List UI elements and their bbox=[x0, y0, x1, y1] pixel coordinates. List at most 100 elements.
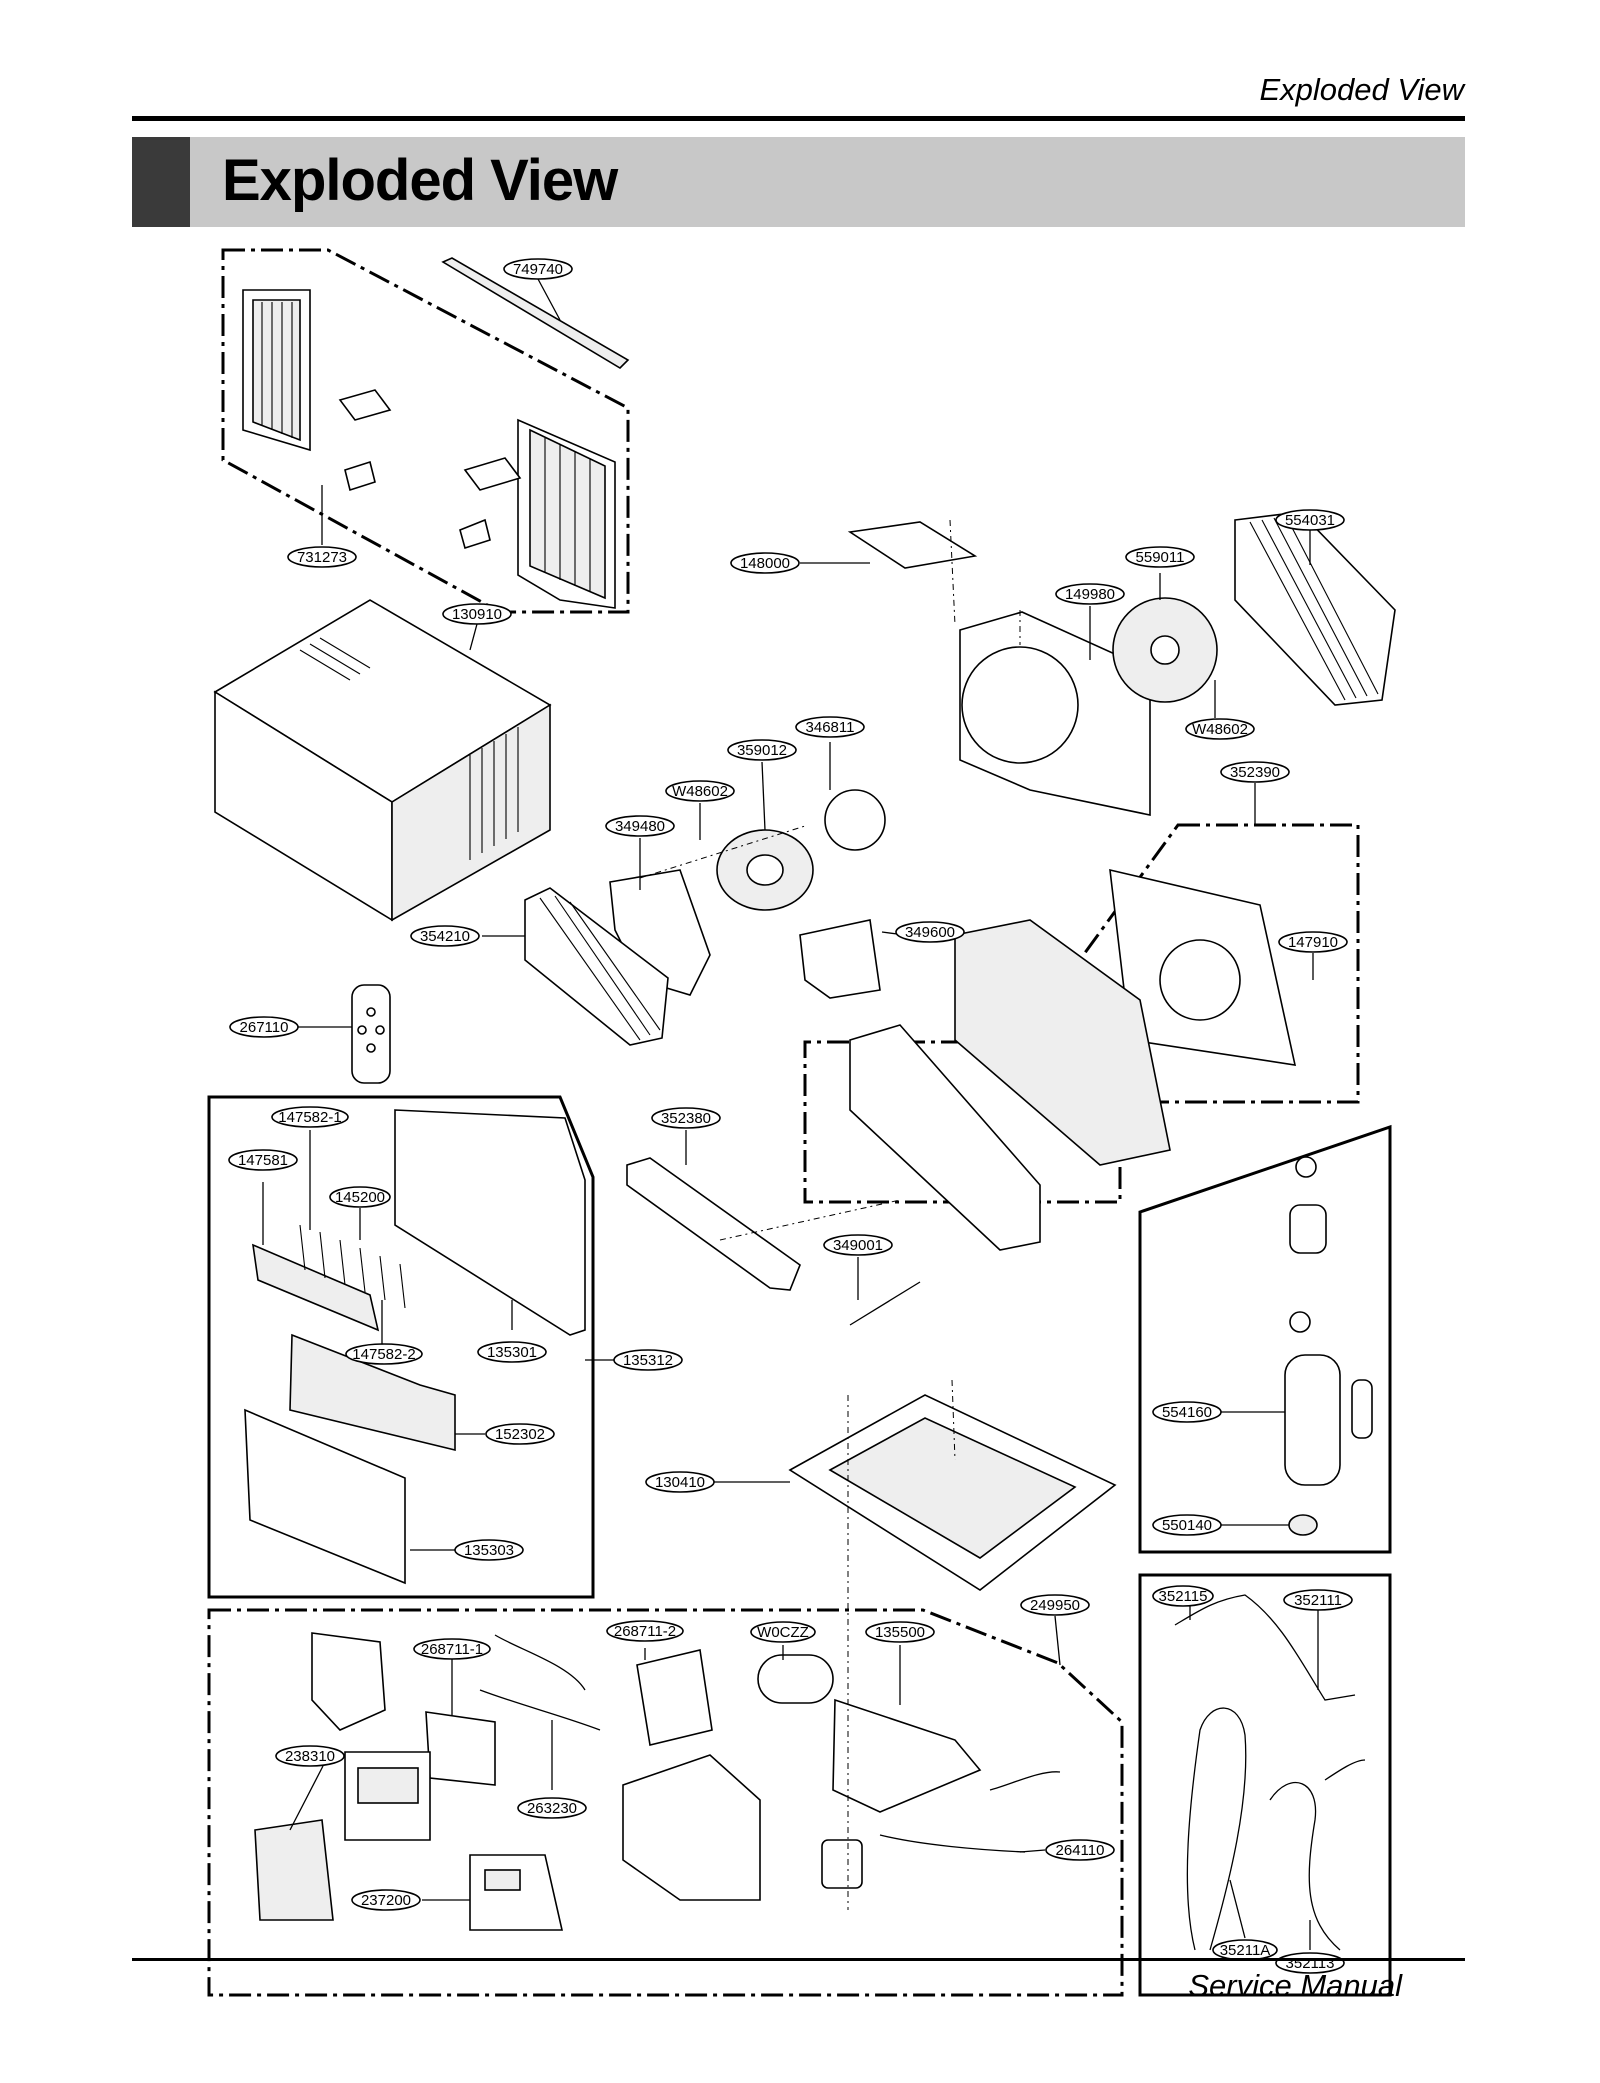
callout-135303: 135303 bbox=[454, 1539, 524, 1561]
section-title: Exploded View bbox=[222, 148, 618, 213]
leader-lines bbox=[262, 278, 1319, 1950]
callout-147582-1: 147582-1 bbox=[271, 1106, 349, 1128]
group-outline-window-kit bbox=[221, 248, 630, 614]
svg-text:130910: 130910 bbox=[452, 606, 502, 623]
callout-130910: 130910 bbox=[442, 603, 512, 625]
control-box-cover bbox=[832, 1698, 982, 1813]
top-mounting-rail bbox=[441, 257, 630, 370]
svg-text:749740: 749740 bbox=[513, 261, 563, 278]
bracket-c bbox=[344, 460, 376, 492]
display-pcb bbox=[425, 1711, 496, 1786]
callout-550140: 550140 bbox=[1152, 1514, 1222, 1536]
callout-W0CZZ: W0CZZ bbox=[750, 1621, 816, 1643]
svg-text:147581: 147581 bbox=[238, 1152, 288, 1169]
callout-268711-2: 268711-2 bbox=[606, 1620, 684, 1642]
callout-559011: 559011 bbox=[1125, 546, 1195, 568]
part-callouts: 749740 731273 130910 148000 554031 55901… bbox=[228, 258, 1353, 1974]
callout-554160: 554160 bbox=[1152, 1401, 1222, 1423]
group-boundaries bbox=[207, 248, 1392, 1997]
svg-text:268711-1: 268711-1 bbox=[421, 1641, 483, 1658]
callout-249950: 249950 bbox=[1020, 1594, 1090, 1616]
callout-352111: 352111 bbox=[1283, 1589, 1353, 1611]
callout-359012: 359012 bbox=[727, 739, 797, 761]
svg-text:349001: 349001 bbox=[833, 1237, 883, 1254]
callout-145200: 145200 bbox=[329, 1186, 391, 1208]
svg-text:349480: 349480 bbox=[615, 818, 665, 835]
svg-text:135500: 135500 bbox=[875, 1624, 925, 1641]
callout-267110: 267110 bbox=[229, 1016, 299, 1038]
remote-controller bbox=[351, 984, 391, 1084]
svg-text:135301: 135301 bbox=[487, 1344, 537, 1361]
svg-text:147582-2: 147582-2 bbox=[352, 1346, 415, 1363]
pipe-suction bbox=[1269, 1782, 1341, 1951]
callout-152302: 152302 bbox=[485, 1423, 555, 1445]
callout-352115: 352115 bbox=[1152, 1585, 1214, 1607]
pipe-discharge bbox=[1186, 1707, 1247, 1951]
svg-text:149980: 149980 bbox=[1065, 586, 1115, 603]
front-panel-inlet bbox=[244, 1408, 406, 1585]
svg-text:35211A: 35211A bbox=[1220, 1942, 1271, 1959]
callout-349001: 349001 bbox=[823, 1234, 893, 1256]
svg-text:554160: 554160 bbox=[1162, 1404, 1212, 1421]
callout-263230: 263230 bbox=[517, 1797, 587, 1819]
svg-text:554031: 554031 bbox=[1285, 512, 1335, 529]
callout-354210: 354210 bbox=[410, 925, 480, 947]
main-pcb bbox=[311, 1632, 386, 1731]
bracket-d bbox=[459, 518, 491, 550]
front-grille bbox=[394, 1109, 586, 1336]
control-decoration bbox=[469, 1854, 564, 1931]
svg-text:W0CZZ: W0CZZ bbox=[757, 1624, 809, 1641]
callout-W48602-a: W48602 bbox=[1185, 718, 1255, 740]
control-label-plate bbox=[254, 1819, 334, 1921]
power-pcb bbox=[636, 1649, 713, 1746]
bracket-b bbox=[463, 457, 522, 491]
run-capacitor bbox=[757, 1654, 834, 1704]
group-outline-front-grille bbox=[207, 1095, 595, 1599]
side-curtain-left bbox=[242, 289, 311, 452]
svg-text:352115: 352115 bbox=[1159, 1588, 1208, 1605]
cabinet-shell bbox=[213, 599, 552, 922]
header-rule bbox=[132, 116, 1465, 121]
svg-text:359012: 359012 bbox=[737, 742, 787, 759]
callout-268711-1: 268711-1 bbox=[413, 1638, 491, 1660]
group-outline-compressor bbox=[1138, 1124, 1392, 1554]
svg-text:W48602: W48602 bbox=[1192, 721, 1248, 738]
power-cord-plug bbox=[821, 1839, 863, 1889]
bracket-a bbox=[338, 389, 392, 421]
callout-W48602-b: W48602 bbox=[665, 780, 735, 802]
air-filter bbox=[289, 1333, 456, 1452]
fan-shroud bbox=[959, 611, 1151, 816]
section-title-band: Exploded View bbox=[132, 137, 1465, 227]
footer-title: Service Manual bbox=[1188, 1968, 1402, 2003]
svg-text:349600: 349600 bbox=[905, 924, 955, 941]
svg-text:135303: 135303 bbox=[464, 1542, 514, 1559]
condenser-coil bbox=[1234, 511, 1396, 706]
svg-text:135312: 135312 bbox=[623, 1352, 673, 1369]
louver-vertical-set bbox=[299, 1224, 406, 1309]
propeller-fan bbox=[1112, 597, 1218, 703]
svg-text:238310: 238310 bbox=[285, 1748, 335, 1765]
callout-349480: 349480 bbox=[605, 815, 675, 837]
parts-artwork bbox=[213, 257, 1396, 1951]
svg-text:550140: 550140 bbox=[1162, 1517, 1212, 1534]
svg-text:354210: 354210 bbox=[420, 928, 470, 945]
callout-35211A: 35211A bbox=[1212, 1939, 1278, 1961]
base-frame bbox=[849, 1024, 1041, 1251]
fan-motor bbox=[824, 789, 886, 851]
wire-harness-b bbox=[479, 1689, 601, 1731]
title-tab-marker bbox=[132, 137, 190, 227]
svg-text:352111: 352111 bbox=[1294, 1592, 1342, 1609]
vent-lever bbox=[849, 1281, 921, 1326]
callout-148000: 148000 bbox=[730, 552, 800, 574]
callout-346811: 346811 bbox=[795, 716, 865, 738]
svg-text:352380: 352380 bbox=[661, 1110, 711, 1127]
air-guide-ring bbox=[1159, 939, 1241, 1021]
callout-147581: 147581 bbox=[228, 1149, 298, 1171]
control-panel-bezel bbox=[344, 1751, 431, 1841]
base-pan-inner bbox=[828, 1417, 1077, 1559]
callout-352380: 352380 bbox=[651, 1107, 721, 1129]
callout-237200: 237200 bbox=[351, 1889, 421, 1911]
wire-harness-c bbox=[879, 1834, 1026, 1853]
